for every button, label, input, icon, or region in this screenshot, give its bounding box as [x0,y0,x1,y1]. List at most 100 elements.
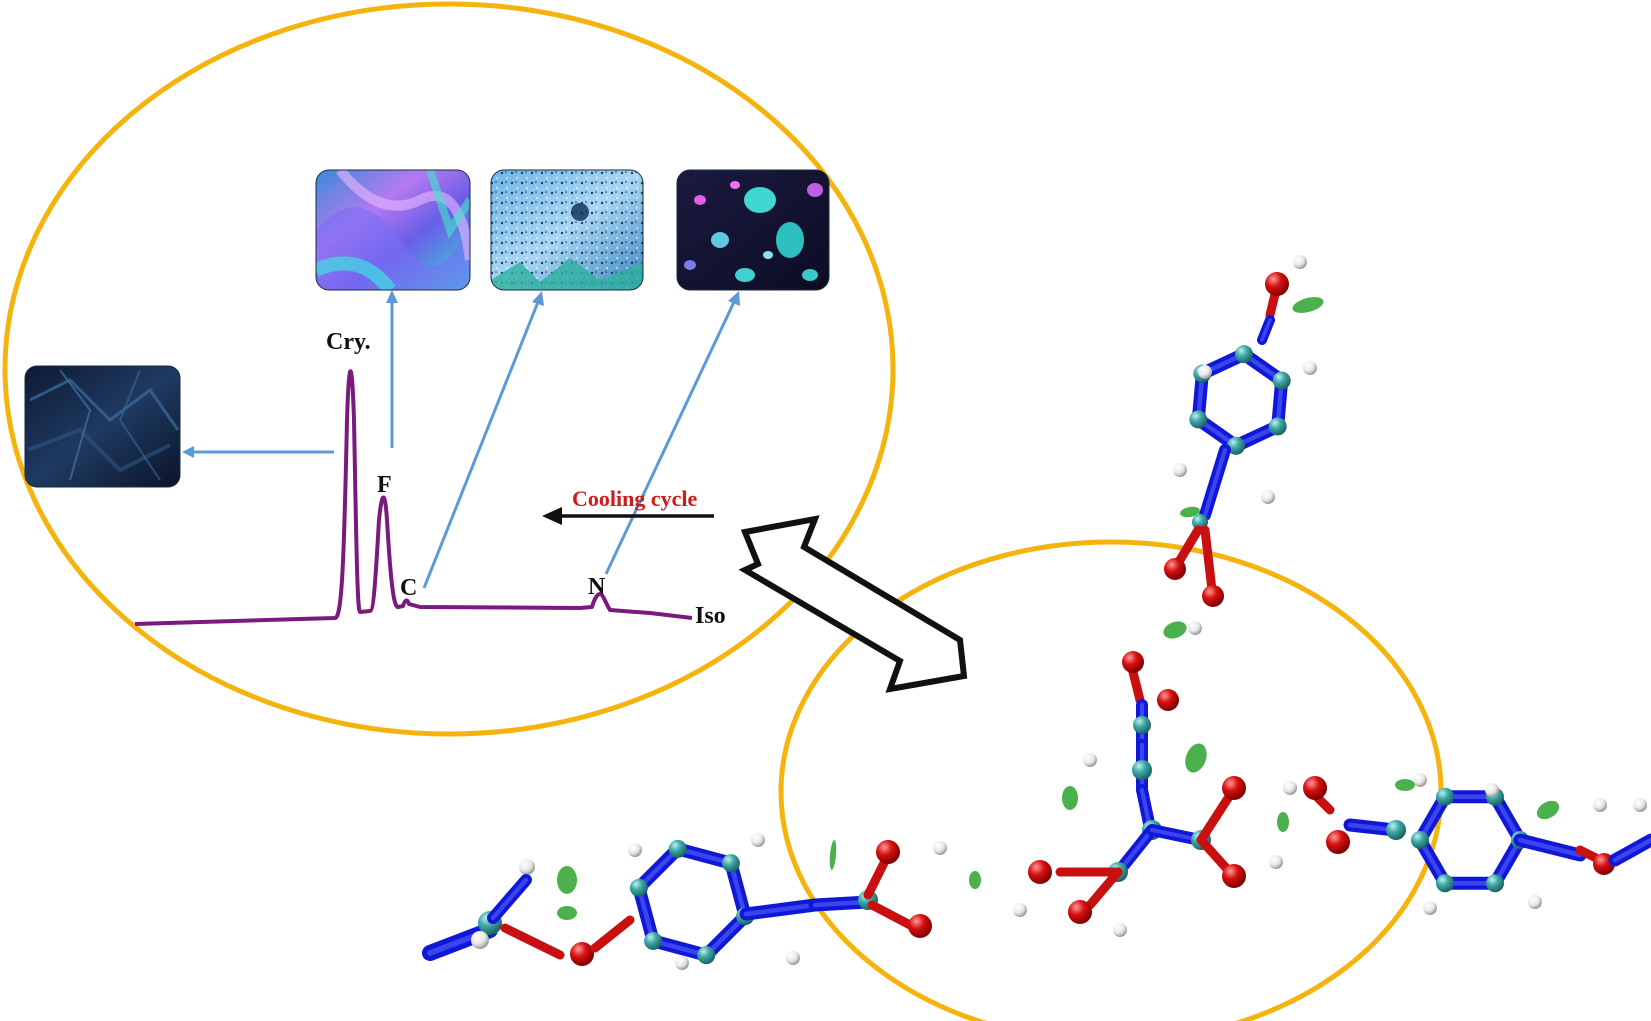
oxygen-atom [1157,689,1179,711]
carbon-atom [1272,371,1291,390]
hydrogen-atom [1633,798,1647,812]
interaction-isosurface [1185,743,1207,773]
bond-highlight [743,902,818,917]
interaction-isosurface [1536,800,1560,820]
oxygen-atom [1164,558,1186,580]
label-cry: Cry. [326,329,371,355]
label-f: F [377,472,392,498]
hydrogen-atom [1413,773,1427,787]
bond-highlight [650,938,709,958]
interaction-isosurface [1292,297,1324,313]
oxygen-bond [1196,835,1233,875]
carbon-atom [1235,345,1254,364]
oxygen-atom [1222,864,1246,888]
hydrogen-atom [628,843,642,857]
oxygen-atom [1028,860,1052,884]
bond-highlight [490,877,529,921]
bond-highlight [675,846,734,866]
hydrogen-atom [1198,365,1212,379]
bond-highlight [1260,318,1272,342]
bond-highlight [636,885,656,944]
carbon-atom [644,931,663,950]
interaction-isosurface [557,906,577,920]
interaction-isosurface [557,866,577,894]
bond-highlight [1202,447,1228,518]
carbon-atom [1268,417,1287,436]
hydrogen-atom [519,859,535,875]
double-headed-arrow [738,515,968,693]
oxygen-atom [1068,900,1092,924]
hydrogen-atom [1593,798,1607,812]
interaction-isosurface [1395,779,1415,791]
oxygen-atom [570,942,594,966]
hydrogen-atom [1303,361,1317,375]
hydrogen-atom [1173,463,1187,477]
hydrogen-atom [1083,753,1097,767]
bond-highlight [1612,837,1651,863]
hydrogen-atom [675,956,689,970]
dsc-trace [134,369,693,626]
hydrogen-atom [1013,903,1027,917]
oxygen-bond [590,915,635,953]
hydrogen-atom [751,833,765,847]
leader-arrow-n [604,301,736,575]
carbon-atom [1226,436,1245,455]
interaction-isosurface [1163,621,1187,639]
hydrogen-atom [1113,923,1127,937]
hydrogen-atom [1283,781,1297,795]
label-cooling-cycle: Cooling cycle [572,486,697,511]
bond-highlight [728,860,748,919]
interaction-isosurface [969,871,981,889]
hydrogen-atom [933,841,947,855]
molecular-structure [422,255,1651,970]
micrograph-nematic [677,170,829,290]
bond-highlight [636,846,681,891]
label-c: C [400,575,417,601]
carbon-atom [697,946,716,965]
hydrogen-atom [1293,255,1307,269]
hydrogen-atom [1423,901,1437,915]
interaction-isosurface [829,840,837,870]
oxygen-atom [876,840,900,864]
carbon-atom [668,839,687,858]
hydrogen-atom [1528,895,1542,909]
carbon-atom [1133,716,1151,734]
carbon-atom [1386,820,1406,840]
hydrogen-atom [1188,621,1202,635]
carbon-atom [1132,760,1152,780]
hydrogen-atom [1485,783,1499,797]
leader-arrows [192,301,736,589]
label-iso: Iso [695,603,726,629]
label-n: N [588,574,606,600]
bond-highlight [1517,837,1583,858]
bond-highlight [1117,827,1155,873]
hydrogen-atom [1269,855,1283,869]
oxygen-atom [1122,651,1144,673]
interaction-isosurface [1062,786,1078,810]
oxygen-atom [1303,776,1327,800]
dsc-ellipse [2,1,896,737]
carbon-atom [721,854,740,873]
micrograph-crystal [25,366,180,487]
hydrogen-atom [786,951,800,965]
carbon-atom [1436,787,1454,806]
carbon-atom [1486,874,1504,893]
hydrogen-atom [1261,490,1275,504]
oxygen-atom [908,914,932,938]
micrograph-c-phase [491,170,643,290]
oxygen-bond [500,923,565,960]
oxygen-atom [1265,272,1289,296]
oxygen-bond [1175,525,1203,565]
carbon-atom [1411,831,1429,849]
oxygen-bond [867,900,915,930]
carbon-atom [1189,410,1208,429]
oxygen-bond [1200,525,1217,595]
oxygen-bond [1085,867,1123,910]
carbon-atom [1436,874,1454,893]
oxygen-atom [1202,585,1224,607]
oxygen-bond [1196,787,1237,845]
leader-arrow-c [422,301,540,589]
oxygen-atom [1222,776,1246,800]
bond-highlight [703,913,748,958]
